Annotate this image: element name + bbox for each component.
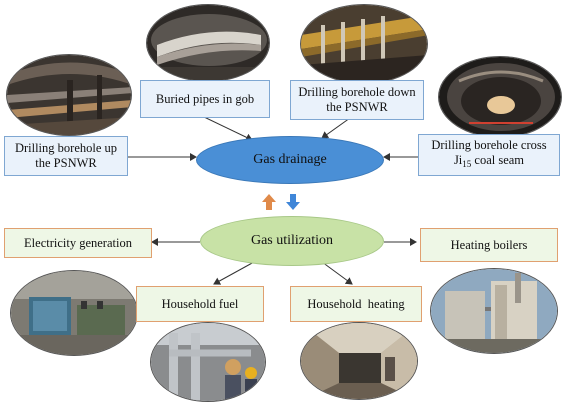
drill-cross-label-line2: Ji15 coal seam — [454, 153, 524, 172]
drill-cross-box: Drilling borehole cross Ji15 coal seam — [418, 134, 560, 176]
drill-rig-photo — [300, 4, 428, 84]
household-fuel-box: Household fuel — [136, 286, 264, 322]
coal-seam-name: Ji — [453, 153, 463, 167]
gas-drainage-hub: Gas drainage — [196, 136, 384, 184]
drill-up-label-line1: Drilling borehole up — [14, 141, 118, 155]
drill-down-label-line1: Drilling borehole down — [298, 85, 416, 99]
drill-up-box: Drilling borehole up the PSNWR — [4, 136, 128, 176]
coal-seam-number: 15 — [462, 159, 472, 169]
electricity-box: Electricity generation — [4, 228, 152, 258]
gas-utilization-hub: Gas utilization — [200, 216, 384, 266]
drill-down-label-line2: the PSNWR — [326, 100, 388, 114]
drill-up-label-line2: the PSNWR — [35, 156, 97, 170]
gas-drainage-label: Gas drainage — [253, 152, 327, 167]
gas-utilization-label: Gas utilization — [250, 233, 334, 248]
up-arrow-icon — [262, 194, 276, 210]
boiler-plant-photo — [430, 268, 558, 354]
household-fuel-label: Household fuel — [161, 296, 239, 311]
arrow-utilization-to-heating — [321, 261, 353, 285]
drill-cross-label-line1: Drilling borehole cross — [431, 138, 547, 152]
arrow-utilization-to-fuel — [213, 261, 255, 285]
buried-pipes-label: Buried pipes in gob — [155, 91, 255, 106]
household-heating-label: Household heating — [307, 296, 405, 311]
heating-boilers-label: Heating boilers — [450, 237, 528, 252]
heating-boilers-box: Heating boilers — [420, 228, 558, 262]
tunnel-arch-photo — [438, 56, 562, 138]
arrow-buried-to-drainage — [201, 115, 253, 142]
household-pipes-photo — [150, 322, 266, 402]
heated-corridor-photo — [300, 322, 418, 400]
coal-seam-suffix: coal seam — [471, 153, 525, 167]
tunnel-pipes-photo — [6, 54, 132, 136]
buried-pipes-box: Buried pipes in gob — [140, 80, 270, 118]
electricity-label: Electricity generation — [24, 235, 132, 250]
household-heating-box: Household heating — [290, 286, 422, 322]
down-arrow-icon — [286, 194, 300, 210]
drill-down-box: Drilling borehole down the PSNWR — [290, 80, 424, 120]
arrow-down-to-drainage — [321, 117, 351, 139]
